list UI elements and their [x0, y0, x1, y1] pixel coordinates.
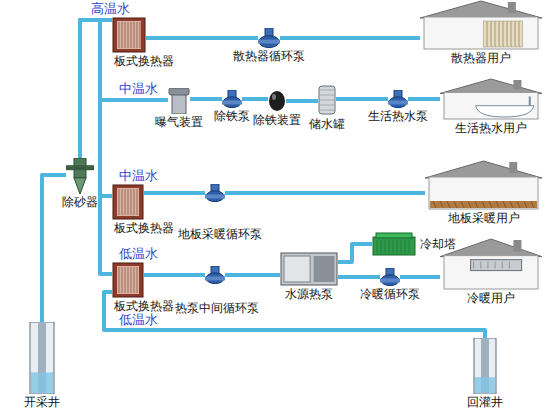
- water-pipe: [408, 97, 440, 101]
- exch-equipment: 板式换热器: [112, 17, 146, 53]
- pump-equipment: 热泵中间循环泵: [205, 266, 225, 284]
- fe-equipment: 除铁装置: [268, 90, 286, 112]
- well-icon: [472, 338, 498, 394]
- water-pipe: [336, 97, 388, 101]
- hp-equipment: 水源热泵: [280, 252, 338, 286]
- water-pipe: [338, 244, 372, 262]
- water-temperature-label: 中温水: [118, 82, 159, 96]
- hp-icon: [280, 252, 338, 286]
- pump-equipment: 地板采暖循环泵: [205, 184, 225, 202]
- equipment-label: 生活热水用户: [455, 122, 527, 135]
- water-pipe: [338, 275, 380, 279]
- equipment-label: 回灌井: [467, 396, 503, 409]
- equipment-label: 地板采暖用户: [448, 212, 520, 225]
- sand-icon: [66, 158, 94, 194]
- water-pipe: [280, 36, 420, 40]
- tank-icon: [318, 84, 336, 116]
- equipment-label: 生活热水泵: [368, 110, 428, 123]
- equipment-label: 水源热泵: [285, 288, 333, 301]
- equipment-label: 散热器循环泵: [233, 50, 305, 63]
- tank-equipment: 储水罐: [318, 84, 336, 116]
- equipment-label: 散热器用户: [451, 52, 511, 65]
- pump-icon: [205, 184, 225, 202]
- water-pipe: [190, 97, 222, 101]
- well-equipment: 开采井: [28, 322, 56, 394]
- tower-equipment: 冷却塔: [372, 232, 416, 256]
- water-pipe: [146, 36, 258, 40]
- water-pipe: [400, 275, 440, 279]
- water-pipe: [242, 97, 268, 101]
- equipment-label: 曝气装置: [155, 116, 203, 129]
- equipment-label: 板式换热器: [114, 55, 174, 68]
- equipment-label: 板式换热器: [114, 300, 174, 313]
- exch-icon: [112, 262, 144, 298]
- water-pipe: [80, 20, 168, 158]
- water-temperature-label: 中温水: [118, 169, 159, 183]
- water-temperature-label: 低温水: [118, 247, 159, 261]
- equipment-label: 储水罐: [309, 118, 345, 131]
- equipment-label: 冷却塔: [420, 238, 456, 251]
- pump-icon: [380, 268, 400, 286]
- pump-equipment: 冷暖循环泵: [380, 268, 400, 286]
- house-equipment: 冷暖用户: [440, 238, 542, 290]
- house-equipment: 散热器用户: [420, 0, 542, 50]
- well-equipment: 回灌井: [472, 338, 498, 394]
- equipment-label: 地板采暖循环泵: [178, 228, 262, 241]
- water-pipe: [80, 20, 112, 274]
- aer-equipment: 曝气装置: [168, 88, 190, 114]
- fe-icon: [268, 90, 286, 112]
- equipment-label: 除铁泵: [214, 110, 250, 123]
- water-pipe: [144, 273, 205, 277]
- pump-equipment: 生活热水泵: [388, 90, 408, 108]
- exch-equipment: 板式换热器: [112, 262, 144, 298]
- aer-icon: [168, 88, 190, 114]
- equipment-label: 冷暖循环泵: [360, 288, 420, 301]
- equipment-label: 冷暖用户: [467, 292, 515, 305]
- pump-icon: [258, 28, 280, 48]
- well-icon: [28, 322, 56, 394]
- house-equipment: 地板采暖用户: [425, 160, 542, 210]
- water-pipe: [286, 99, 318, 103]
- pump-equipment: 除铁泵: [222, 90, 242, 108]
- tower-icon: [372, 232, 416, 256]
- exch-equipment: 板式换热器: [112, 184, 144, 220]
- house-icon: [440, 238, 542, 290]
- equipment-label: 开采井: [24, 396, 60, 409]
- water-temperature-label: 高温水: [90, 2, 131, 16]
- water-temperature-label: 低温水: [118, 313, 159, 327]
- water-pipe: [225, 273, 280, 277]
- house-icon: [420, 0, 542, 50]
- pump-icon: [388, 90, 408, 108]
- pump-icon: [205, 266, 225, 284]
- equipment-label: 除铁装置: [253, 114, 301, 127]
- water-pipe: [225, 191, 425, 195]
- equipment-label: 热泵中间循环泵: [175, 302, 259, 315]
- equipment-label: 除砂器: [62, 196, 98, 209]
- exch-icon: [112, 17, 146, 53]
- house-icon: [440, 78, 542, 120]
- house-equipment: 生活热水用户: [440, 78, 542, 120]
- water-pipe: [80, 20, 112, 158]
- exch-icon: [112, 184, 144, 220]
- equipment-label: 板式换热器: [114, 222, 174, 235]
- house-icon: [425, 160, 542, 210]
- sand-equipment: 除砂器: [66, 158, 94, 194]
- water-pipe: [144, 191, 205, 195]
- pump-equipment: 散热器循环泵: [258, 28, 280, 48]
- pump-icon: [222, 90, 242, 108]
